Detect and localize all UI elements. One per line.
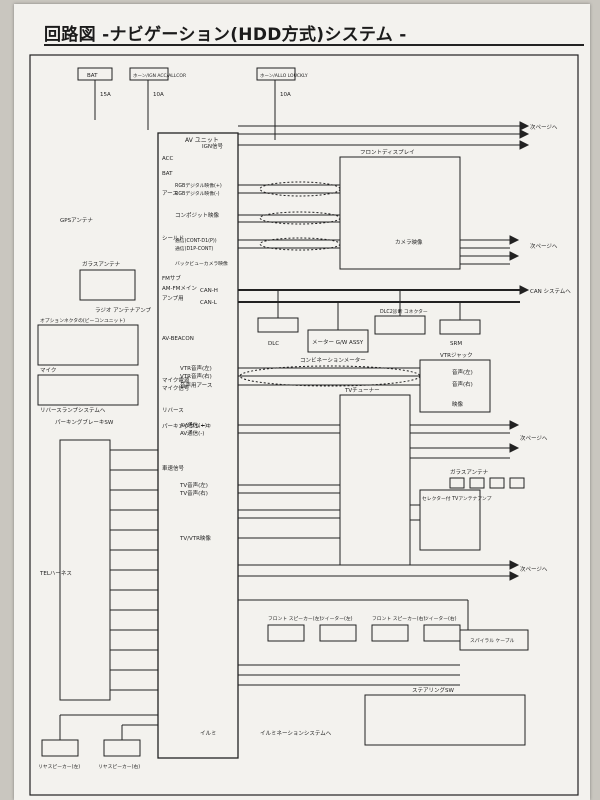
pin-tv-r: TV音声(右) xyxy=(179,489,208,497)
pin-acc: ACC xyxy=(162,156,174,162)
pin-shield: シールド xyxy=(162,236,184,242)
rear-speaker-l-label: リヤスピーカー(左) xyxy=(38,763,80,770)
tel-harness-box xyxy=(59,439,111,701)
rear-speaker-left xyxy=(41,739,79,757)
antenna-amp-label: セレクター付 TVアンテナアンプ xyxy=(422,495,492,502)
spiral-label: スパイラル ケーブル xyxy=(470,637,515,644)
pin-earth: アース xyxy=(162,190,178,197)
front-display-box xyxy=(339,156,461,270)
beacon-label: オプションネクタの(ビーコンユニット) xyxy=(40,317,125,324)
front-speaker-left xyxy=(267,624,305,642)
fuse-ign-value: 10A xyxy=(153,92,164,98)
front-speaker-right xyxy=(371,624,409,642)
glass-antenna-box xyxy=(79,269,136,301)
parking-brake-label: パーキングブレーキSW xyxy=(55,418,114,426)
tweeter-right xyxy=(423,624,461,642)
pin-tv-l: TV音声(左) xyxy=(179,481,208,489)
tv-tuner-box xyxy=(339,394,411,566)
pin-backview: バックビューカメラ映像 xyxy=(175,260,228,267)
speaker-tr-label: ツイーター(右) xyxy=(424,615,457,622)
gps-label: GPSアンテナ xyxy=(60,217,93,224)
pin-mic-power: マイク電源 xyxy=(162,376,190,384)
page-header: 回路図 -ナビゲーション(HDD方式)システム - xyxy=(44,14,584,46)
pin-amfm: AM-FMメイン xyxy=(162,286,197,292)
illumination-label: イルミネーションシステムへ xyxy=(260,730,332,737)
vtr-jack-label: VTRジャック xyxy=(440,352,473,359)
pin-rgb-plus: RGBデジタル映像(+) xyxy=(175,182,222,189)
next-page-3: 次ページへ xyxy=(520,434,548,442)
fuse-acc-value: 10A xyxy=(280,92,291,98)
rear-speaker-right xyxy=(103,739,141,757)
rear-speaker-r-label: リヤスピーカー(右) xyxy=(98,763,140,770)
front-display-label: フロントディスプレイ xyxy=(360,148,415,156)
av-unit-title: AV ユニット xyxy=(185,137,219,144)
meter-label: メーター G/W ASSY xyxy=(312,338,364,346)
pin-illumi: イルミ xyxy=(200,731,217,737)
pin-can-l: CAN-L xyxy=(200,300,218,306)
pin-vtr-r: VTR音声(右) xyxy=(180,372,212,380)
pin-amp: アンプ用 xyxy=(162,295,184,302)
dlc-box xyxy=(257,317,299,333)
pin-bat: BAT xyxy=(162,171,173,177)
spiral-cable-box xyxy=(459,629,529,651)
reverse-system-label: リバースランプシステムへ xyxy=(40,407,106,414)
next-page-2: 次ページへ xyxy=(530,242,558,250)
pin-beacon: AV-BEACON xyxy=(162,336,194,342)
pin-reverse: リバース xyxy=(162,407,184,414)
av-unit-box xyxy=(157,132,239,759)
glass-antenna-label: ガラスアンテナ xyxy=(450,468,489,476)
camera-label: カメラ映像 xyxy=(395,238,423,246)
vtr-video: 映像 xyxy=(452,400,464,408)
dlc2-label: DLC2診断 コネクター xyxy=(380,308,428,315)
next-page-1: 次ページへ xyxy=(530,123,558,131)
pin-audio-earth: 音声用アース xyxy=(180,381,212,389)
fuse-box-ign xyxy=(129,67,169,81)
pin-parking: パーキングブレーキ xyxy=(162,422,211,430)
pin-speed: 車速信号 xyxy=(162,464,185,472)
srm-box xyxy=(439,319,481,335)
speaker-tl-label: ツイーター(左) xyxy=(320,615,353,622)
vtr-audio-l: 音声(左) xyxy=(452,368,473,376)
pin-tv-vtr: TV/VTR映像 xyxy=(179,534,211,542)
vtr-jack-box xyxy=(419,359,491,413)
beacon-unit-box xyxy=(37,324,139,366)
combi-meter-label: コンビネーションメーター xyxy=(300,356,366,364)
can-system-label: CAN システムへ xyxy=(530,288,571,295)
pin-comm2: 通信(D1P-CONT) xyxy=(175,245,213,252)
steering-sw-label: ステアリングSW xyxy=(412,686,454,694)
srm-label: SRM xyxy=(450,341,462,347)
pin-ign: IGN信号 xyxy=(202,142,223,150)
pin-rgb-minus: RGBデジタル映像(-) xyxy=(175,190,220,197)
pin-mic-signal: マイク信号 xyxy=(162,384,190,392)
vtr-audio-r: 音声(右) xyxy=(452,380,473,388)
speaker-fl-label: フロント スピーカー(左) xyxy=(268,615,321,622)
tv-tuner-label: TVチューナー xyxy=(344,387,380,394)
pin-av-comm-plus: AV通信(+) xyxy=(180,421,207,429)
mic-box xyxy=(37,374,139,406)
pin-fm-sub: FMサブ xyxy=(162,274,181,282)
fuse-bat-value: 15A xyxy=(100,92,111,98)
fuse-box-acc xyxy=(256,67,296,81)
next-page-4: 次ページへ xyxy=(520,565,548,573)
dlc2-connector-box xyxy=(374,315,426,335)
pin-av-comm-minus: AV通信(-) xyxy=(180,429,204,437)
page-title: 回路図 -ナビゲーション(HDD方式)システム - xyxy=(44,25,407,45)
fuse-bat-label: BAT xyxy=(87,73,98,79)
dlc-label: DLC xyxy=(268,341,279,347)
fuse-ign-label: ホーン/IGN ACC/ALLCOR xyxy=(133,73,186,79)
tel-harness-label: TELハーネス xyxy=(39,570,72,577)
glass-antenna-left-label: ガラスアンテナ xyxy=(82,260,121,268)
pin-vtr-l: VTR音声(左) xyxy=(180,364,212,372)
tweeter-left xyxy=(319,624,357,642)
mic-label: マイク xyxy=(40,367,56,374)
radio-amp-label: ラジオ アンテナアンプ xyxy=(95,307,152,314)
speaker-fr-label: フロント スピーカー(右) xyxy=(372,615,425,622)
diagram-frame xyxy=(29,54,579,796)
fuse-acc-label: ホーン/ALLO LOUCKLY xyxy=(260,73,308,79)
pin-comm1: 通信(CONT-D1(P)) xyxy=(175,237,217,244)
steering-switch-box xyxy=(364,694,526,746)
pin-can-h: CAN-H xyxy=(200,288,218,294)
pin-composite: コンポジット映像 xyxy=(175,211,220,219)
